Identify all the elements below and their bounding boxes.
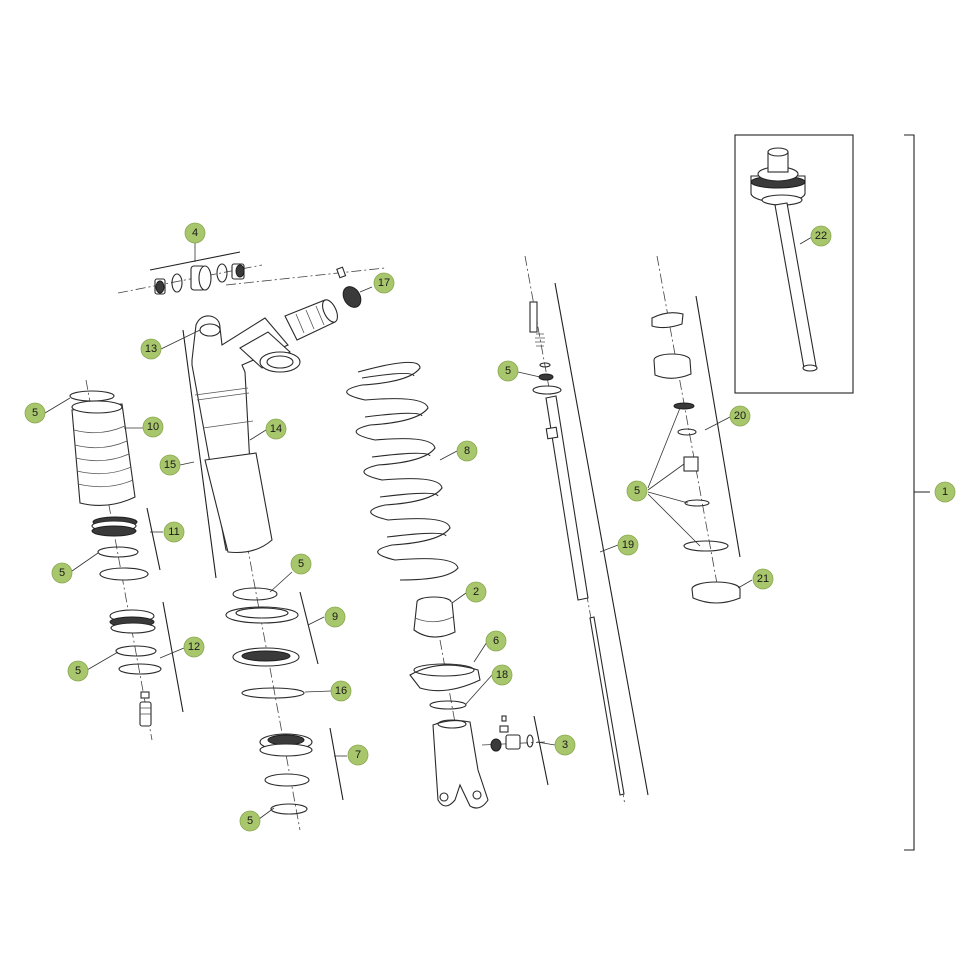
callout-label-8: 8 [464,445,470,457]
part-13-14-15-damper-body [191,315,301,554]
callout-20: 20 [729,405,751,427]
clevis-eyelet [432,719,489,809]
callout-label-7: 7 [355,749,361,761]
callout-4: 4 [184,222,206,244]
callout-label-5c: 5 [75,665,81,677]
callout-label-19: 19 [622,539,634,551]
callout-3: 3 [554,734,576,756]
part-20-21-stack [651,312,741,604]
callout-label-11: 11 [168,526,179,538]
callout-label-16: 16 [335,685,347,697]
part-17-valve [284,266,362,341]
callout-9: 9 [324,606,346,628]
callout-label-9: 9 [332,611,338,623]
callout-21: 21 [752,568,774,590]
callout-7: 7 [347,744,369,766]
callout-label-21: 21 [757,573,769,585]
callout-label-10: 10 [147,421,159,433]
callout-label-5e: 5 [247,815,253,827]
part-7-seal-head [259,733,313,815]
callout-label-5d: 5 [298,558,304,570]
inset-box [734,134,854,394]
callout-label-1: 1 [942,486,948,498]
callout-label-17: 17 [378,277,390,289]
part-19-shaft [529,301,625,796]
part-8-coil-spring [346,361,459,581]
callout-12: 12 [183,636,205,658]
part-22-shaft-assembly [750,147,818,372]
part-6-spring-cup [409,663,481,692]
callout-2: 2 [465,581,487,603]
callout-1: 1 [934,481,956,503]
callout-5f: 5 [497,360,519,382]
callout-5g: 5 [626,480,648,502]
part-4-eyelet-hardware [154,263,245,295]
callout-13: 13 [140,338,162,360]
callout-label-4: 4 [192,227,198,239]
callout-5d: 5 [290,553,312,575]
assembly-bracket [904,134,930,851]
callouts: 1 2 3 4 5 5 5 5 5 5 5 6 7 8 9 10 11 12 1… [24,222,956,832]
part-18-washer [429,700,467,710]
callout-label-5a: 5 [32,407,38,419]
callout-5e: 5 [239,810,261,832]
callout-15: 15 [159,454,181,476]
callout-label-18: 18 [496,669,508,681]
callout-label-2: 2 [473,586,479,598]
callout-label-6: 6 [493,635,499,647]
leader-lines [44,236,813,820]
part-9-preload-rings [225,587,305,699]
callout-5c: 5 [67,660,89,682]
callout-label-15: 15 [164,459,176,471]
callout-16: 16 [330,680,352,702]
callout-label-20: 20 [734,410,746,422]
part-2-bump-stop [413,596,456,638]
callout-17: 17 [373,272,395,294]
callout-label-5g: 5 [634,485,640,497]
part-12-valve-stack [109,609,162,727]
callout-5a: 5 [24,402,46,424]
callout-19: 19 [617,534,639,556]
callout-10: 10 [142,416,164,438]
callout-label-5b: 5 [59,567,65,579]
part-11-seal-stack [91,516,149,581]
callout-label-3: 3 [562,739,568,751]
callout-14: 14 [265,418,287,440]
callout-11: 11 [163,521,185,543]
callout-6: 6 [485,630,507,652]
callout-22: 22 [810,225,832,247]
callout-label-5f: 5 [505,365,511,377]
callout-label-13: 13 [145,343,157,355]
group-bracket-lines [146,251,741,801]
callout-label-14: 14 [270,423,282,435]
callout-8: 8 [456,440,478,462]
part-3-fitting [490,715,534,752]
callout-label-12: 12 [188,641,200,653]
callout-5b: 5 [51,562,73,584]
part-10-air-can [69,390,136,506]
callout-label-22: 22 [815,230,827,242]
callout-18: 18 [491,664,513,686]
